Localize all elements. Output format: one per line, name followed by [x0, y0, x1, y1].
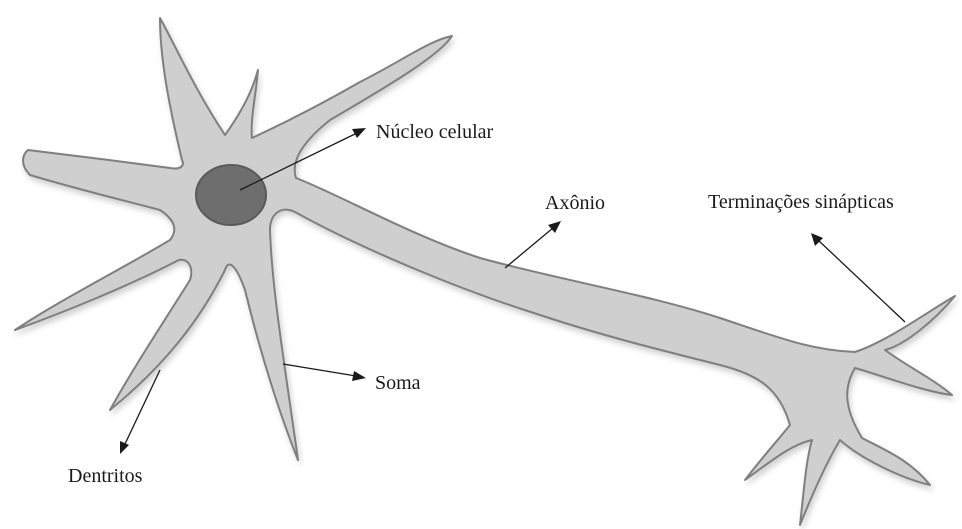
label-axon: Axônio: [545, 192, 605, 214]
neuron-cell-body: [15, 18, 955, 525]
cell-nucleus: [196, 165, 266, 225]
dendrites-pointer-arrowhead: [120, 441, 129, 454]
label-soma: Soma: [375, 372, 421, 394]
soma-pointer-line: [283, 364, 356, 376]
terminals-pointer-arrowhead: [811, 233, 823, 246]
terminals-pointer-line: [818, 240, 905, 322]
soma-pointer-arrowhead: [352, 371, 366, 381]
nucleus-pointer-arrowhead: [352, 128, 366, 138]
label-terminals: Terminações sinápticas: [708, 191, 894, 213]
axon-pointer-line: [505, 228, 553, 268]
label-dendrites: Dentritos: [68, 465, 143, 487]
label-nucleus: Núcleo celular: [376, 121, 493, 143]
